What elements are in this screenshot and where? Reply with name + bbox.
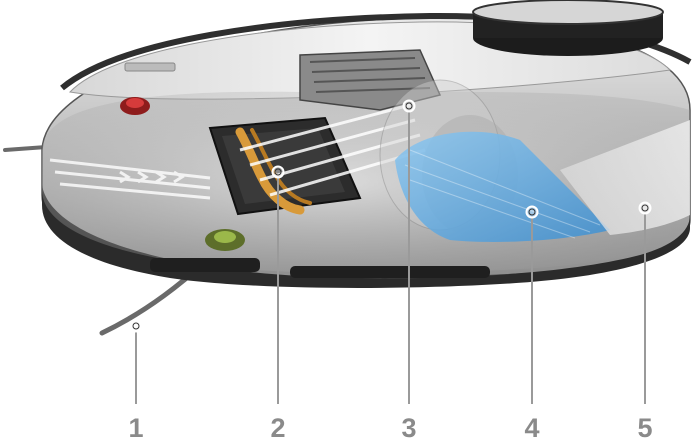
marker-ring-suction-fan — [405, 102, 413, 110]
marker-ring-mopping-pad — [641, 204, 649, 212]
marker-main-brush — [271, 165, 285, 179]
callout-number-water-tank: 4 — [524, 413, 540, 443]
mopping-pad — [560, 120, 690, 235]
side-brush-hub-red — [120, 97, 150, 115]
side-brush-hub-green — [205, 229, 245, 251]
callout-number-mopping-pad: 5 — [637, 413, 653, 443]
marker-ring-side-brush — [132, 322, 140, 330]
callout-number-main-brush: 2 — [270, 413, 286, 443]
lidar-turret — [472, 0, 664, 56]
marker-suction-fan — [402, 99, 416, 113]
marker-ring-main-brush — [274, 168, 282, 176]
marker-ring-water-tank — [528, 208, 536, 216]
callout-leaders — [129, 99, 652, 404]
callout-number-side-brush: 1 — [128, 413, 144, 443]
dust-bin-housing — [299, 49, 442, 111]
marker-side-brush — [129, 319, 143, 333]
callout-number-suction-fan: 3 — [401, 413, 417, 443]
airflow-lines — [49, 158, 211, 200]
wheel-left — [150, 258, 260, 272]
wheel-right — [290, 266, 490, 278]
marker-water-tank — [525, 205, 539, 219]
marker-mopping-pad — [638, 201, 652, 215]
water-tank — [395, 131, 610, 242]
